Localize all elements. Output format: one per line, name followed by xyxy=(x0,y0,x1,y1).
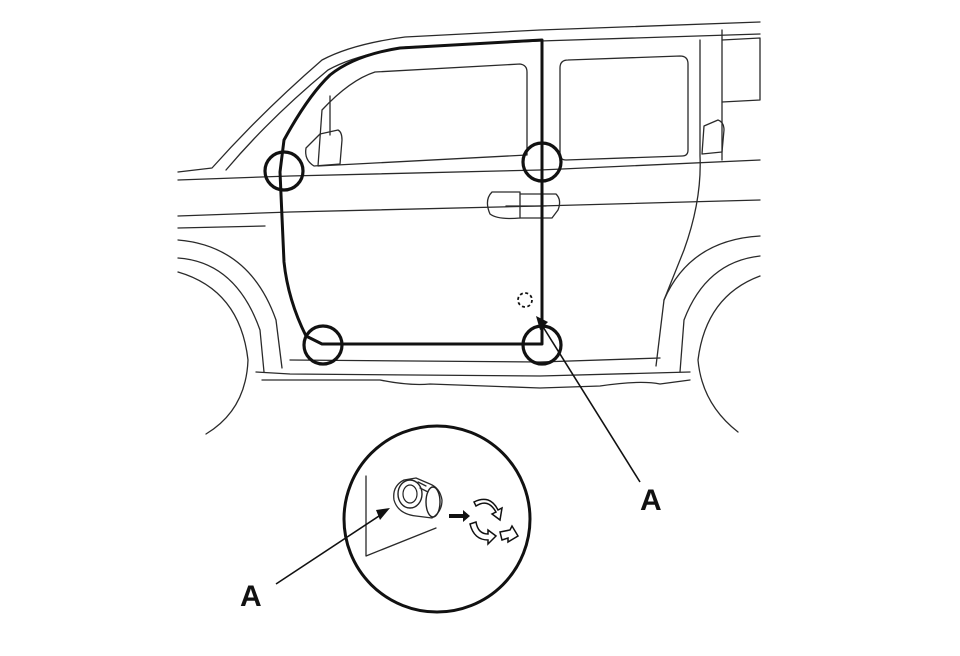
windows xyxy=(317,37,761,167)
rear-wheel-arch-inner xyxy=(679,255,761,373)
vehicle-body xyxy=(177,21,761,435)
door-stopper xyxy=(393,477,443,519)
marked-point-upper-front xyxy=(263,150,305,192)
rear-wheel-arch-outer xyxy=(655,235,761,367)
belt-line xyxy=(177,159,761,181)
rear-door-window xyxy=(559,55,689,161)
roof-line xyxy=(177,21,761,173)
door-leader-arrow xyxy=(536,316,641,483)
rear-mirror xyxy=(701,119,725,155)
marked-point-lower-front xyxy=(302,324,344,366)
detail-view xyxy=(342,424,532,614)
sill-line xyxy=(289,357,661,363)
rotation-arrows xyxy=(469,498,520,546)
insert-arrow xyxy=(449,510,470,522)
rocker-panel-bottom xyxy=(261,379,691,389)
front-door-window xyxy=(317,63,528,167)
detail-panel-edge xyxy=(365,475,437,557)
marked-point-upper-rear xyxy=(521,141,563,183)
front-wheel-arch-inner xyxy=(177,257,265,373)
rear-pillar-line xyxy=(663,39,701,301)
body-crease xyxy=(177,199,761,217)
rocker-panel xyxy=(255,371,691,377)
callout-label-detail: A xyxy=(240,580,262,613)
detail-circle xyxy=(342,424,532,614)
detail-leader-arrow xyxy=(275,508,390,585)
stopper-location-dashed xyxy=(517,292,533,308)
rear-tire xyxy=(697,275,761,433)
front-wheel-arch-outer xyxy=(177,239,283,369)
callout-label-door: A xyxy=(640,484,662,517)
sliding-door-outline xyxy=(278,38,544,346)
rear-quarter-window xyxy=(721,37,761,103)
side-mirror xyxy=(305,129,343,167)
body-crease-lower xyxy=(177,225,266,229)
front-tire xyxy=(177,271,249,435)
door-handle xyxy=(486,191,561,220)
